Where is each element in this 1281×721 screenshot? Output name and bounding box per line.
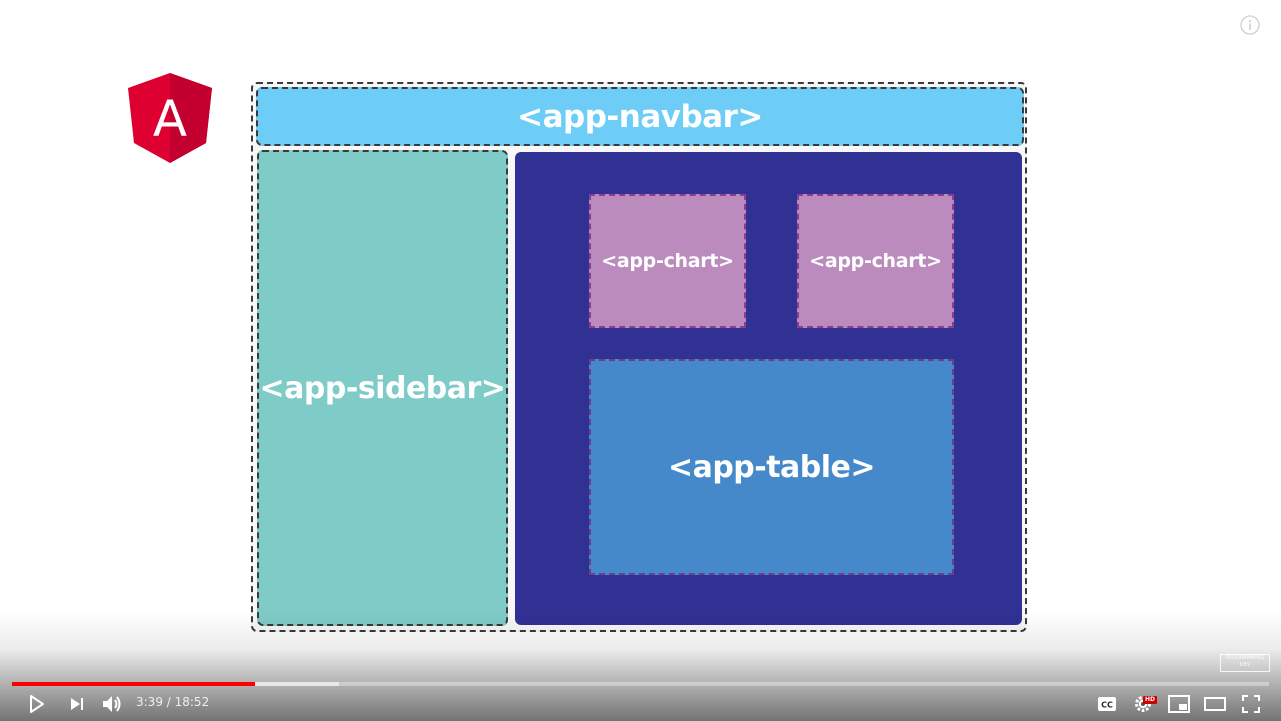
next-button[interactable] bbox=[63, 690, 91, 718]
fullscreen-icon bbox=[1242, 695, 1260, 713]
chart-label-left: <app-chart> bbox=[601, 250, 734, 272]
navbar-label: <app-navbar> bbox=[517, 98, 763, 135]
captions-icon: CC bbox=[1098, 697, 1116, 711]
chart-box-left: <app-chart> bbox=[589, 194, 746, 328]
volume-button[interactable] bbox=[98, 690, 126, 718]
table-label: <app-table> bbox=[667, 449, 876, 485]
theater-icon bbox=[1204, 697, 1226, 711]
progress-bar[interactable] bbox=[12, 682, 1269, 686]
theater-button[interactable] bbox=[1201, 690, 1229, 718]
settings-button[interactable] bbox=[1129, 690, 1157, 718]
chart-label-right: <app-chart> bbox=[809, 250, 942, 272]
hd-badge: HD bbox=[1143, 696, 1158, 704]
sidebar-label: <app-sidebar> bbox=[259, 370, 506, 406]
channel-watermark[interactable]: PROGRAMMING DEV bbox=[1220, 654, 1270, 672]
info-icon[interactable] bbox=[1240, 15, 1260, 35]
play-button[interactable] bbox=[22, 690, 50, 718]
progress-played bbox=[12, 682, 255, 686]
watermark-line1: PROGRAMMING bbox=[1225, 655, 1265, 661]
angular-logo-letter: A bbox=[153, 90, 187, 148]
table-box: <app-table> bbox=[589, 359, 954, 575]
next-icon bbox=[71, 698, 83, 710]
volume-icon bbox=[103, 696, 121, 712]
controls-gradient bbox=[0, 611, 1281, 721]
sidebar-box: <app-sidebar> bbox=[257, 150, 508, 626]
captions-button[interactable]: CC bbox=[1093, 690, 1121, 718]
navbar-box: <app-navbar> bbox=[256, 87, 1024, 146]
captions-label: CC bbox=[1101, 701, 1113, 710]
watermark-line2: DEV bbox=[1239, 662, 1251, 668]
play-icon bbox=[30, 695, 44, 713]
miniplayer-icon bbox=[1168, 695, 1190, 713]
chart-box-right: <app-chart> bbox=[797, 194, 954, 328]
angular-logo: A bbox=[128, 73, 212, 163]
fullscreen-button[interactable] bbox=[1237, 690, 1265, 718]
time-display: 3:39 / 18:52 bbox=[136, 695, 210, 709]
miniplayer-button[interactable] bbox=[1165, 690, 1193, 718]
